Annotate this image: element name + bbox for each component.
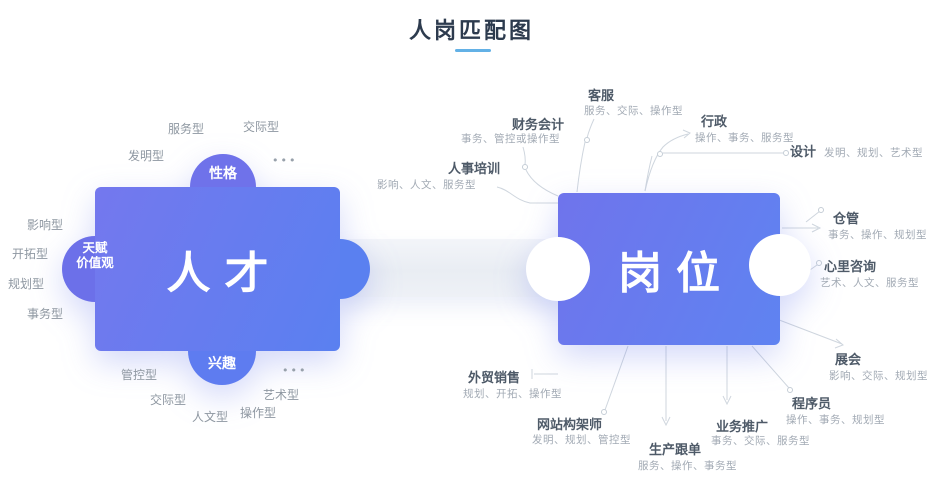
- job-types: 服务、交际、操作型: [584, 105, 683, 117]
- job-types: 事务、管控或操作型: [461, 133, 560, 145]
- position-puzzle-piece: 岗位: [526, 193, 811, 345]
- job-types: 事务、交际、服务型: [711, 435, 810, 447]
- job-title: 生产跟单: [649, 443, 702, 458]
- trait-label: 艺术型: [263, 388, 300, 402]
- job-title: 心里咨询: [824, 260, 877, 275]
- interest-label: 兴趣: [208, 356, 236, 372]
- title-underline: [455, 49, 491, 52]
- left-notch: [526, 237, 590, 301]
- trait-label: 发明型: [128, 149, 165, 163]
- right-notch: [749, 234, 811, 296]
- job-title: 外贸销售: [468, 371, 521, 386]
- ellipsis-dots: •••: [282, 364, 308, 377]
- job-types: 规划、开拓、操作型: [463, 388, 562, 400]
- trait-label: 服务型: [168, 122, 205, 136]
- job-types: 发明、规划、艺术型: [824, 147, 923, 159]
- trait-label: 规划型: [8, 277, 45, 291]
- values-label-line1: 天赋: [82, 240, 108, 255]
- job-types: 服务、操作、事务型: [638, 460, 737, 472]
- job-title: 展会: [835, 353, 862, 368]
- trait-label: 事务型: [27, 307, 64, 321]
- talent-title: 人才: [166, 248, 283, 299]
- job-types: 事务、操作、规划型: [828, 229, 927, 241]
- talent-puzzle-piece: 性格 天赋 价值观 兴趣 人才: [62, 154, 370, 385]
- trait-label: 开拓型: [12, 247, 49, 261]
- position-title: 岗位: [618, 248, 734, 299]
- values-label: 天赋 价值观: [57, 240, 133, 270]
- job-title: 业务推广: [716, 420, 769, 435]
- job-title: 程序员: [792, 397, 832, 412]
- page-title: 人岗匹配图: [408, 19, 534, 44]
- trait-label: 管控型: [121, 368, 158, 382]
- job-types: 影响、交际、规划型: [829, 370, 928, 382]
- job-title: 财务会计: [512, 118, 565, 133]
- personality-label: 性格: [209, 166, 237, 182]
- trait-label: 操作型: [240, 406, 277, 420]
- values-label-line2: 价值观: [76, 255, 114, 270]
- trait-label: 人文型: [192, 410, 229, 424]
- position-body: [558, 193, 780, 345]
- job-types: 影响、人文、服务型: [377, 179, 476, 191]
- job-title: 客服: [588, 89, 615, 104]
- job-title: 人事培训: [448, 162, 501, 177]
- talent-body: [95, 187, 340, 351]
- ellipsis-dots: •••: [272, 154, 298, 167]
- job-types: 发明、规划、管控型: [532, 434, 631, 446]
- job-title: 仓管: [833, 212, 860, 227]
- trait-label: 影响型: [27, 218, 64, 232]
- trait-label: 交际型: [150, 393, 187, 407]
- trait-label: 交际型: [243, 120, 280, 134]
- job-title: 设计: [790, 145, 817, 160]
- job-title: 行政: [701, 115, 728, 130]
- job-types: 操作、事务、服务型: [695, 132, 794, 144]
- job-types: 操作、事务、规划型: [786, 414, 885, 426]
- job-title: 网站构架师: [537, 418, 603, 433]
- job-types: 艺术、人文、服务型: [820, 277, 919, 289]
